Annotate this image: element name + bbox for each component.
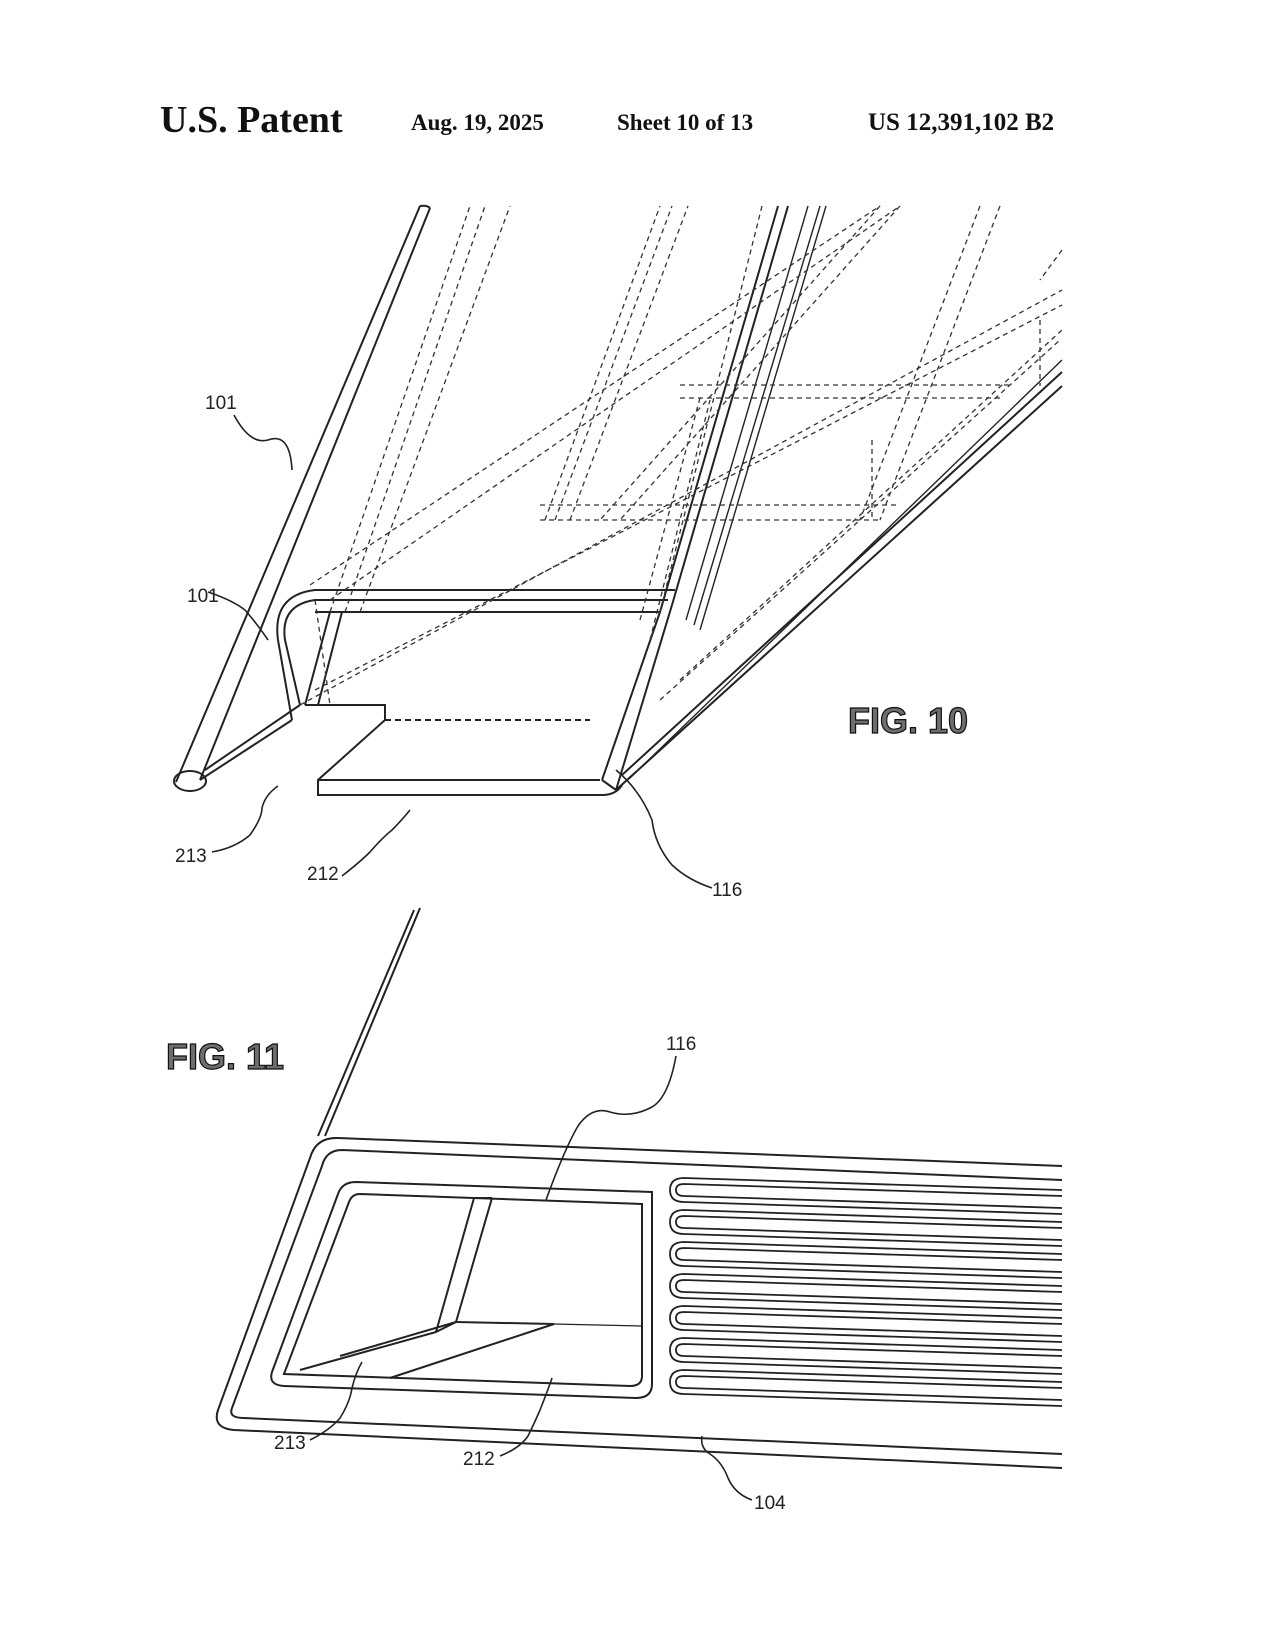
fig10-uprights: [659, 205, 827, 631]
fig10-cross-member: [276, 589, 675, 721]
fig11-ref-116: 116: [666, 1034, 697, 1055]
fig10-ref-212: 212: [307, 864, 339, 885]
fig10-right-rail: [615, 359, 1063, 791]
fig11-ref-104: 104: [754, 1493, 786, 1514]
fig10-drawing: [173, 204, 1063, 796]
fig10-leaders: [207, 414, 713, 889]
fig11-ref-212: 212: [463, 1449, 495, 1470]
fig11-label: FIG. 11: [165, 1035, 285, 1077]
sheet-number: Sheet 10 of 13: [617, 110, 754, 135]
patent-label: U.S. Patent: [160, 99, 343, 141]
fig11-slots: [669, 1177, 1063, 1407]
patent-date: Aug. 19, 2025: [411, 110, 544, 135]
fig11-post: [317, 907, 421, 1137]
fig10-left-rail: [173, 204, 431, 792]
patent-number: US 12,391,102 B2: [868, 109, 1055, 136]
fig10-ref-101-upper: 101: [205, 393, 237, 414]
fig11-pocket-features: [299, 1197, 643, 1379]
fig11-drawing: [215, 907, 1063, 1469]
fig11-ref-213: 213: [274, 1433, 306, 1454]
fig10-ref-116: 116: [712, 880, 743, 901]
fig11-leaders: [309, 1055, 753, 1501]
fig11-base-104: [215, 1136, 1063, 1469]
fig10-hidden-lines: [299, 205, 1063, 706]
fig10-ref-213: 213: [175, 846, 207, 867]
fig10-ref-101-lower: 101: [187, 586, 219, 607]
fig11-pocket: [270, 1180, 653, 1400]
fig10-plate-212: [305, 704, 623, 796]
fig10-label: FIG. 10: [847, 699, 969, 741]
